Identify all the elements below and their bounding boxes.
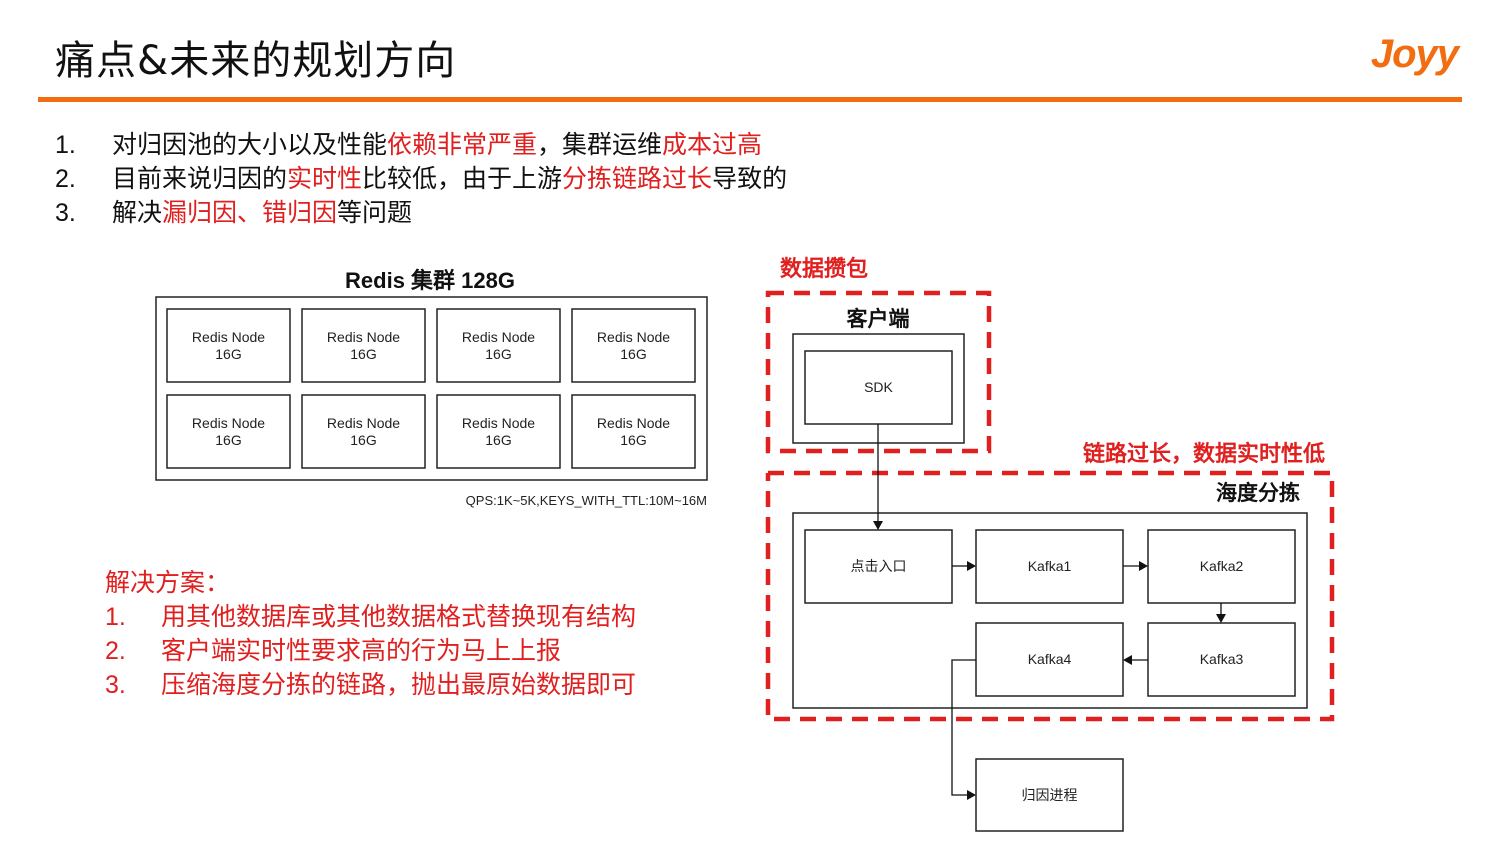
arrowhead-right <box>1139 561 1148 571</box>
solutions-list: 解决方案： 1. 用其他数据库或其他数据格式替换现有结构 2. 客户端实时性要求… <box>105 566 636 702</box>
redis-node-box <box>166 394 291 469</box>
arrowhead-down <box>1216 614 1226 623</box>
title-divider <box>38 97 1462 102</box>
redis-node: Redis Node 16G <box>571 394 696 469</box>
kafka2-box <box>1147 529 1296 604</box>
redis-cluster: Redis 集群 128G Redis Node 16G Redis Node … <box>155 268 708 508</box>
sorting-label: 海度分拣 <box>1216 481 1300 505</box>
kafka4-label: Kafka4 <box>1028 651 1072 667</box>
redis-node-name: Redis Node <box>327 415 400 431</box>
solution-1-text: 用其他数据库或其他数据格式替换现有结构 <box>161 602 637 631</box>
pain-point-2-highlight-a: 实时性 <box>287 164 363 193</box>
redis-node-size: 16G <box>350 432 376 448</box>
redis-node-name: Redis Node <box>192 415 265 431</box>
solution-2-text: 客户端实时性要求高的行为马上上报 <box>161 636 562 665</box>
kafka1-label: Kafka1 <box>1028 558 1072 574</box>
arrowhead-right <box>967 561 976 571</box>
redis-node-size: 16G <box>620 346 646 362</box>
solution-1-number: 1. <box>105 603 126 631</box>
redis-node-box <box>571 308 696 383</box>
kafka3-box <box>1147 622 1296 697</box>
kafka3-label: Kafka3 <box>1200 651 1244 667</box>
pain-point-3: 3. 解决漏归因、错归因等问题 <box>55 196 787 230</box>
redis-node-box <box>301 394 426 469</box>
redis-node: Redis Node 16G <box>166 308 291 383</box>
pain-point-1-number: 1. <box>55 131 76 159</box>
redis-stats: QPS:1K~5K,KEYS_WITH_TTL:10M~16M <box>466 493 707 508</box>
pipeline-diagram: 数据攒包 客户端 SDK 链路过长，数据实时性低 海度分拣 点击入口 Kafka… <box>765 256 1335 832</box>
kafka1-box <box>975 529 1124 604</box>
redis-node-name: Redis Node <box>192 329 265 345</box>
redis-node-box <box>301 308 426 383</box>
redis-node-size: 16G <box>485 346 511 362</box>
sorting-zone <box>765 470 1335 722</box>
entry-label: 点击入口 <box>851 558 907 574</box>
solution-3-number: 3. <box>105 671 126 699</box>
redis-node: Redis Node 16G <box>301 394 426 469</box>
redis-node: Redis Node 16G <box>301 308 426 383</box>
connectors <box>877 424 1222 796</box>
pain-point-3-number: 3. <box>55 199 76 227</box>
redis-node-name: Redis Node <box>462 415 535 431</box>
pain-points-list: 1. 对归因池的大小以及性能依赖非常严重，集群运维成本过高 2. 目前来说归因的… <box>55 128 787 230</box>
redis-node: Redis Node 16G <box>166 394 291 469</box>
client-label: 客户端 <box>847 307 910 331</box>
page-title: 痛点&未来的规划方向 <box>55 38 457 84</box>
pain-point-2-text-a: 目前来说归因的 <box>112 164 288 193</box>
pain-point-2-text-c: 导致的 <box>712 164 788 193</box>
pain-point-3-highlight: 漏归因、错归因 <box>162 198 338 227</box>
pain-point-1-text-a: 对归因池的大小以及性能 <box>112 130 388 159</box>
redis-node-box <box>436 308 561 383</box>
pain-point-3-text-a: 解决 <box>112 198 163 227</box>
pain-point-2-highlight-b: 分拣链路过长 <box>562 164 713 193</box>
solution-3-text: 压缩海度分拣的链路，抛出最原始数据即可 <box>161 670 637 699</box>
pain-point-1-highlight-a: 依赖非常严重 <box>387 130 538 159</box>
kafka2-label: Kafka2 <box>1200 558 1244 574</box>
latency-label: 链路过长，数据实时性低 <box>1083 441 1325 466</box>
redis-node: Redis Node 16G <box>571 308 696 383</box>
pain-point-1: 1. 对归因池的大小以及性能依赖非常严重，集群运维成本过高 <box>55 128 787 162</box>
redis-node-name: Redis Node <box>597 415 670 431</box>
redis-node-size: 16G <box>215 432 241 448</box>
redis-node-size: 16G <box>215 346 241 362</box>
sdk-box <box>804 350 953 425</box>
pain-point-2-text-b: 比较低，由于上游 <box>362 164 563 193</box>
pain-point-3-text-b: 等问题 <box>337 198 413 227</box>
pain-point-1-highlight-b: 成本过高 <box>662 130 763 159</box>
packaging-label: 数据攒包 <box>780 256 868 281</box>
pain-point-1-text-b: ，集群运维 <box>537 130 663 159</box>
redis-node-size: 16G <box>620 432 646 448</box>
arrowhead-right <box>967 790 976 800</box>
pain-point-2: 2. 目前来说归因的实时性比较低，由于上游分拣链路过长导致的 <box>55 162 787 196</box>
redis-node: Redis Node 16G <box>436 394 561 469</box>
redis-node-box <box>571 394 696 469</box>
redis-node-name: Redis Node <box>597 329 670 345</box>
solution-item-3: 3. 压缩海度分拣的链路，抛出最原始数据即可 <box>105 668 636 702</box>
redis-cluster-frame <box>155 296 708 481</box>
arrow-kafka4-to-attribution <box>951 659 976 796</box>
sdk-label: SDK <box>864 379 893 395</box>
solution-item-1: 1. 用其他数据库或其他数据格式替换现有结构 <box>105 600 636 634</box>
arrowhead-left <box>1123 655 1132 665</box>
solution-2-number: 2. <box>105 637 126 665</box>
solution-item-2: 2. 客户端实时性要求高的行为马上上报 <box>105 634 636 668</box>
attribution-label: 归因进程 <box>1022 787 1078 803</box>
redis-node-size: 16G <box>485 432 511 448</box>
redis-node-size: 16G <box>350 346 376 362</box>
redis-node: Redis Node 16G <box>436 308 561 383</box>
entry-box <box>804 529 953 604</box>
redis-cluster-title: Redis 集群 128G <box>345 268 515 293</box>
redis-node-box <box>436 394 561 469</box>
redis-node-name: Redis Node <box>462 329 535 345</box>
arrowheads <box>873 521 1226 800</box>
solutions-heading: 解决方案： <box>105 568 231 597</box>
pain-point-2-number: 2. <box>55 165 76 193</box>
redis-node-box <box>166 308 291 383</box>
arrowhead-down <box>873 521 883 530</box>
brand-logo: Joyy <box>1370 32 1459 76</box>
kafka4-box <box>975 622 1124 697</box>
redis-node-name: Redis Node <box>327 329 400 345</box>
packaging-zone <box>765 290 992 454</box>
